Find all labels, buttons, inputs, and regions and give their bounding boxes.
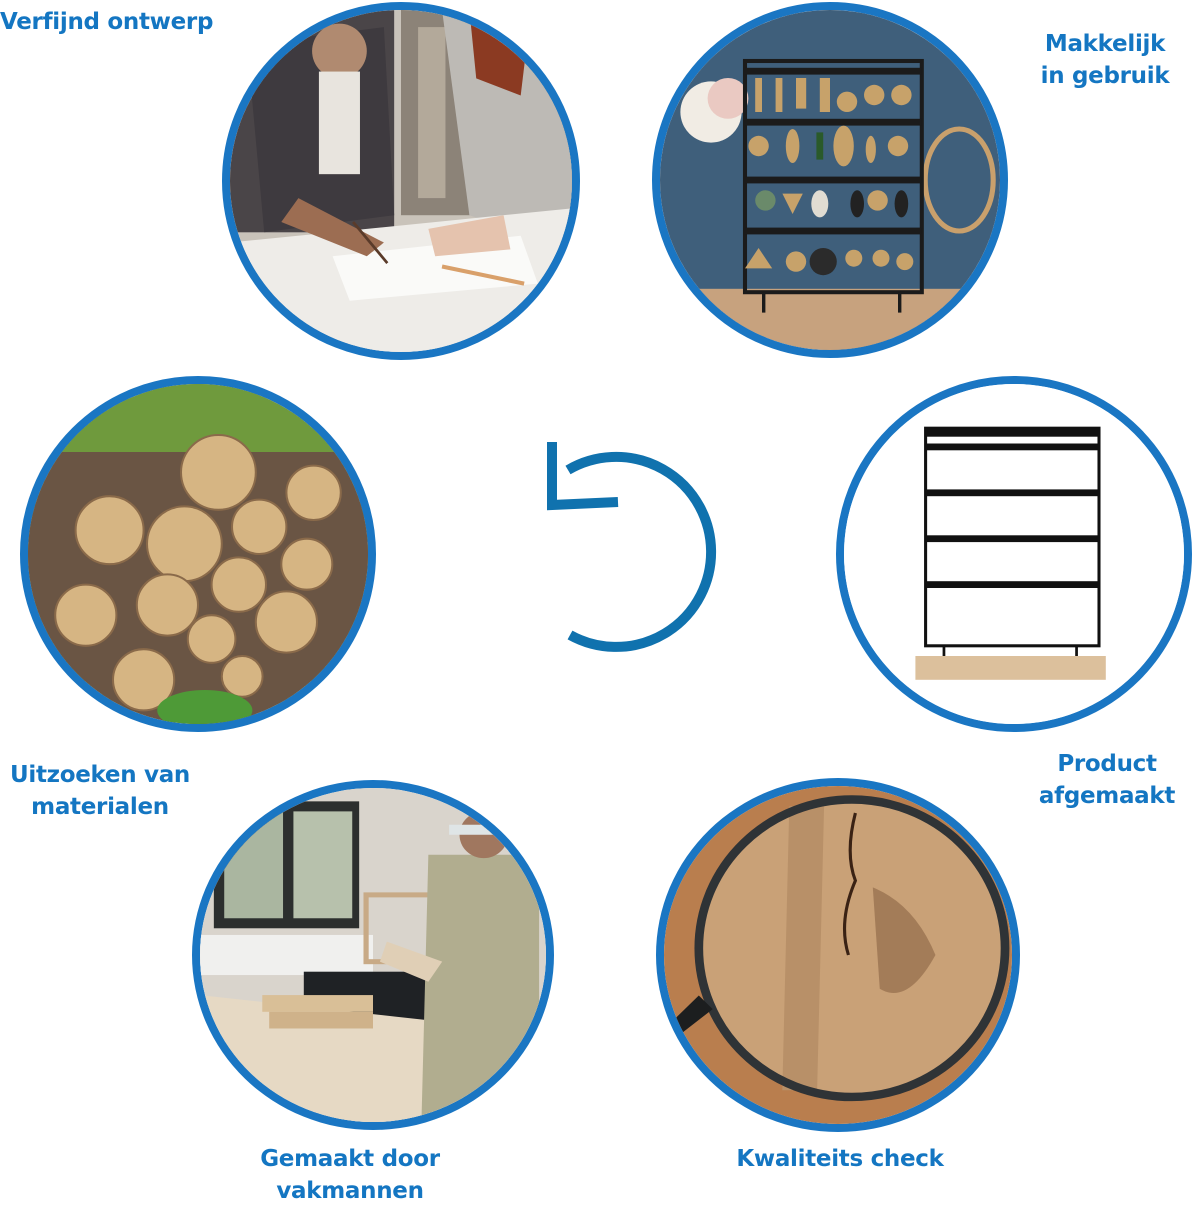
label-line: Verfijnd ontwerp [0,9,214,35]
counterclockwise-cycle-arrow-icon [547,442,717,652]
image-usability-circle [652,2,1008,358]
empty-earring-stand-image [844,384,1184,724]
image-finished-circle [836,376,1192,732]
label-line: Product [1057,751,1157,777]
earring-stand-image [660,10,1000,350]
label-design: Verfijnd ontwerp [0,6,213,38]
label-line: Gemaakt door [260,1146,440,1172]
label-line: Makkelijk [1044,31,1166,57]
label-line: materialen [31,794,169,820]
label-usability: Makkelijk in gebruik [1020,28,1190,92]
image-quality-circle [656,778,1020,1132]
label-line: Uitzoeken van [10,762,190,788]
label-materials: Uitzoeken van materialen [0,759,200,823]
designers-sketching-image [230,10,572,352]
image-design-circle [222,2,580,360]
label-finished: Product afgemaakt [1020,748,1194,812]
carpenter-workshop-image [200,788,546,1122]
label-craftsmen: Gemaakt door vakmannen [230,1143,470,1207]
label-quality: Kwaliteits check [700,1143,980,1175]
label-line: Kwaliteits check [736,1146,944,1172]
image-craftsmen-circle [192,780,554,1130]
label-line: vakmannen [276,1178,424,1204]
label-line: in gebruik [1040,63,1170,89]
magnifier-wood-image [664,786,1012,1124]
image-materials-circle [20,376,376,732]
stacked-logs-image [28,384,368,724]
label-line: afgemaakt [1038,783,1176,809]
